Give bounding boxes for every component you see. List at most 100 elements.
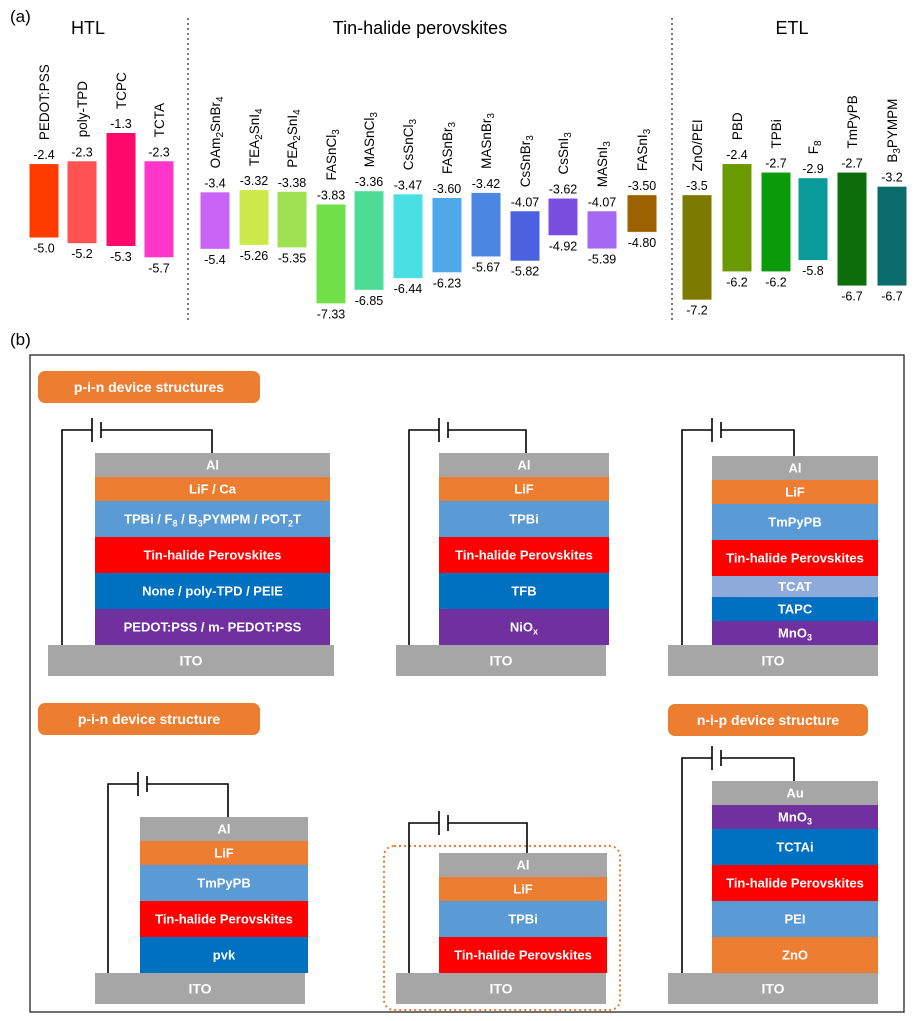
device-layer-label: PEI [785,912,806,927]
homo-value: -5.35 [278,251,307,265]
device-layer-label: TAPC [778,602,813,617]
homo-value: -5.26 [240,249,269,263]
device-layer [712,937,878,973]
device-layer [95,537,330,573]
homo-value: -5.39 [588,253,617,267]
device-layer [140,865,308,901]
homo-value: -5.2 [71,247,93,261]
homo-value: -5.8 [802,264,824,278]
device-layer-label: TFB [511,584,536,599]
homo-value: -4.80 [628,236,657,250]
energy-bar [837,172,867,286]
homo-value: -6.23 [433,276,462,290]
material-label: CsSnCl3 [401,119,419,171]
lumo-value: -2.4 [726,148,748,162]
energy-bar [277,191,307,248]
device-layer-label: ZnO [782,948,808,963]
energy-bar [682,195,712,300]
lumo-value: -3.2 [881,171,903,185]
device-layer-label: NiOx [510,620,538,637]
device-layer [140,817,308,841]
device-layer-label: Au [786,786,803,801]
circuit-wire [107,772,229,973]
lumo-value: -3.4 [204,176,226,190]
circuit-wire [681,746,795,973]
lumo-value: -1.3 [110,117,132,131]
device-layer-label: pvk [213,948,236,963]
circuit-wire [408,418,527,645]
material-label: TCPC [114,72,129,109]
lumo-value: -4.07 [511,195,540,209]
homo-value: -7.2 [686,304,708,318]
material-label: MASnCl3 [362,112,380,168]
lumo-value: -3.36 [355,175,384,189]
energy-bar [393,194,423,279]
material-label: CsSnI3 [556,132,574,175]
circuit-wire [61,418,213,645]
circuit-wire [681,418,795,645]
device-layer-label: None / poly-TPD / PEIE [142,584,283,599]
device-layer [439,573,609,609]
lumo-value: -3.38 [278,176,307,190]
lumo-value: -3.50 [628,179,657,193]
device-layer [712,504,878,540]
homo-value: -5.3 [110,250,132,264]
energy-bar [200,192,230,249]
device-layer-label: Tin-halide Perovskites [726,876,864,891]
lumo-value: -3.42 [472,177,501,191]
device-layer-label: TPBi [508,912,538,927]
material-label: PEA2SnI4 [285,109,303,168]
device-layer [712,829,878,865]
device-layer [712,480,878,504]
material-label: TCTA [152,103,167,137]
device-layer [140,841,308,865]
device-layer-label: Tin-halide Perovskites [455,548,593,563]
device-structures: (b) p-i-n device structures p-i-n device… [10,330,905,1013]
lumo-value: -3.47 [394,178,423,192]
ito-substrate [668,645,878,676]
device-layer [712,781,878,805]
energy-bar [798,178,828,261]
device-layer-label: Tin-halide Perovskites [155,912,293,927]
device-layer [712,621,878,645]
device-layer [439,937,607,973]
material-label: PBD [730,112,745,140]
energy-level-diagram: (a) HTL Tin-halide perovskites ETL -2.4-… [10,7,907,322]
material-label: FASnI3 [635,128,653,171]
homo-value: -6.7 [881,290,903,304]
energy-bar [354,191,384,290]
lumo-value: -3.5 [686,179,708,193]
device-layer-label: MnO3 [778,626,812,643]
homo-value: -5.0 [33,242,55,256]
homo-value: -5.67 [472,260,501,274]
badge-pin-structure-label: p-i-n device structure [78,711,221,727]
ito-label: ITO [489,981,512,997]
homo-value: -6.44 [394,282,423,296]
device-layer-label: TmPyPB [197,876,250,891]
lumo-value: -3.62 [549,183,578,197]
device-layer-label: LiF [785,485,805,500]
device-layer-label: LiF [214,846,234,861]
device-layer-label: PEDOT:PSS / m- PEDOT:PSS [124,620,302,635]
lumo-value: -2.7 [841,157,863,171]
material-label: TEA2SnI4 [247,108,265,166]
device-layer-label: MnO3 [778,810,812,827]
homo-value: -7.33 [317,307,346,321]
ito-substrate [396,645,606,676]
material-label: TPBi [769,119,784,148]
energy-bar [877,186,907,286]
ito-substrate [95,973,305,1004]
device-layer [140,901,308,937]
ito-substrate [396,973,606,1004]
energy-bar [29,164,59,238]
homo-value: -6.7 [841,290,863,304]
device-layer [712,805,878,829]
homo-value: -6.2 [765,275,787,289]
energy-bar [471,192,501,257]
energy-bar [587,211,617,249]
